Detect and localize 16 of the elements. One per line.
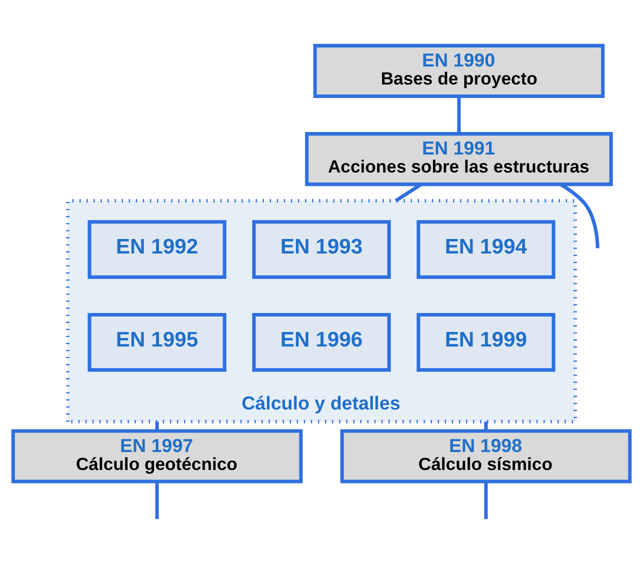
connector: [155, 482, 159, 520]
node-box: EN 1999: [416, 312, 556, 372]
node-box: EN 1995: [88, 312, 226, 372]
connector: [155, 422, 159, 431]
connector: [484, 482, 488, 520]
connector: [484, 422, 488, 431]
connector: [457, 96, 461, 134]
node-box: EN 1994: [416, 220, 556, 279]
node-box: EN 1990 Bases de proyecto: [313, 44, 605, 98]
node-box: EN 1993: [252, 220, 391, 279]
node-box: EN 1997 Cálculo geotécnico: [11, 429, 303, 484]
node-box: EN 1991 Acciones sobre las estructuras: [305, 132, 613, 186]
node-box: EN 1996: [252, 312, 391, 372]
node-box: EN 1998 Cálculo sísmico: [340, 429, 632, 484]
node-box: EN 1992: [88, 220, 226, 279]
connector: [394, 183, 422, 202]
